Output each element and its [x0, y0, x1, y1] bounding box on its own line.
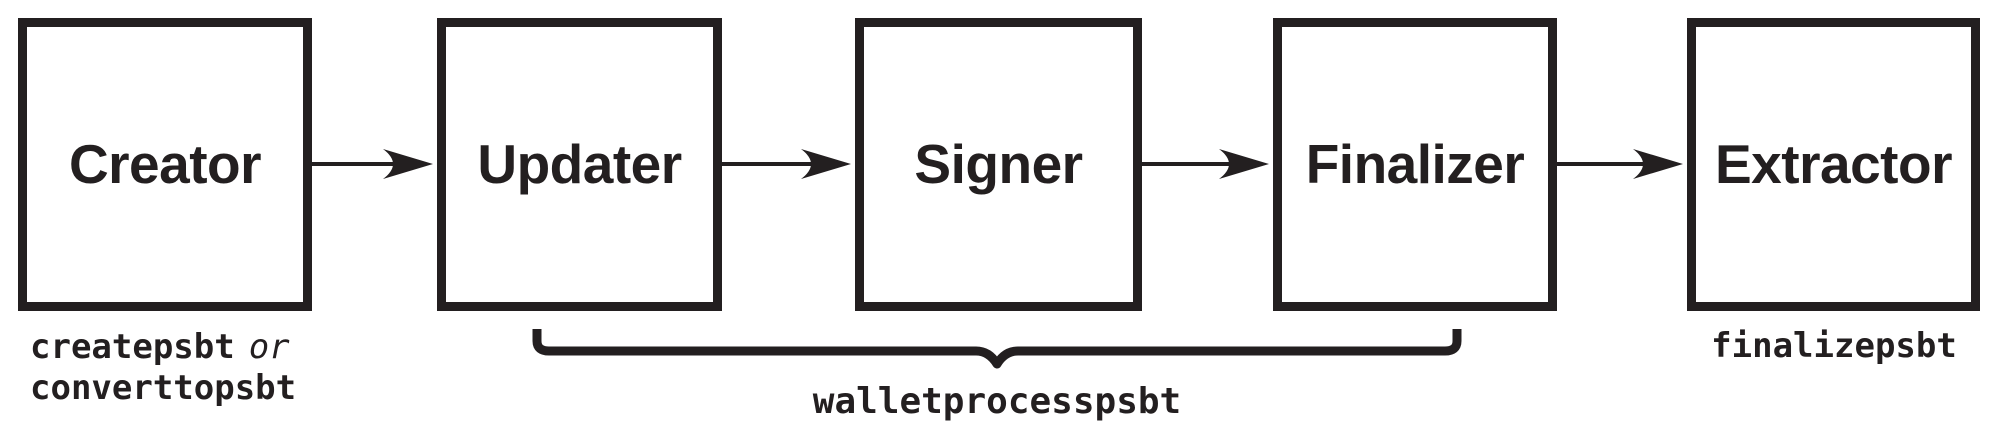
arrow-creator-to-updater-icon [312, 149, 433, 179]
label-creator-commands: createpsbt or converttopsbt [30, 327, 296, 409]
arrow-updater-to-signer-icon [722, 149, 851, 179]
box-signer-label: Signer [914, 133, 1083, 195]
label-finalizepsbt: finalizepsbt [1711, 326, 1957, 366]
box-creator-label: Creator [68, 133, 262, 195]
creator-command-line-2: converttopsbt [30, 368, 297, 408]
box-updater: Updater [437, 18, 722, 311]
creator-command-createpsbt: createpsbt [30, 327, 235, 367]
creator-command-conjunction: or [248, 327, 290, 367]
box-creator: Creator [18, 18, 312, 311]
box-finalizer-label: Finalizer [1305, 133, 1525, 195]
arrow-signer-to-finalizer-icon [1142, 149, 1269, 179]
box-finalizer: Finalizer [1273, 18, 1557, 311]
box-updater-label: Updater [477, 133, 682, 195]
box-extractor-label: Extractor [1715, 133, 1952, 195]
creator-command-line-1: createpsbt or [30, 327, 296, 368]
arrow-finalizer-to-extractor-icon [1557, 149, 1683, 179]
box-signer: Signer [855, 18, 1142, 311]
label-walletprocesspsbt: walletprocesspsbt [812, 381, 1182, 422]
brace-walletprocesspsbt [532, 329, 1462, 369]
box-extractor: Extractor [1687, 18, 1980, 311]
